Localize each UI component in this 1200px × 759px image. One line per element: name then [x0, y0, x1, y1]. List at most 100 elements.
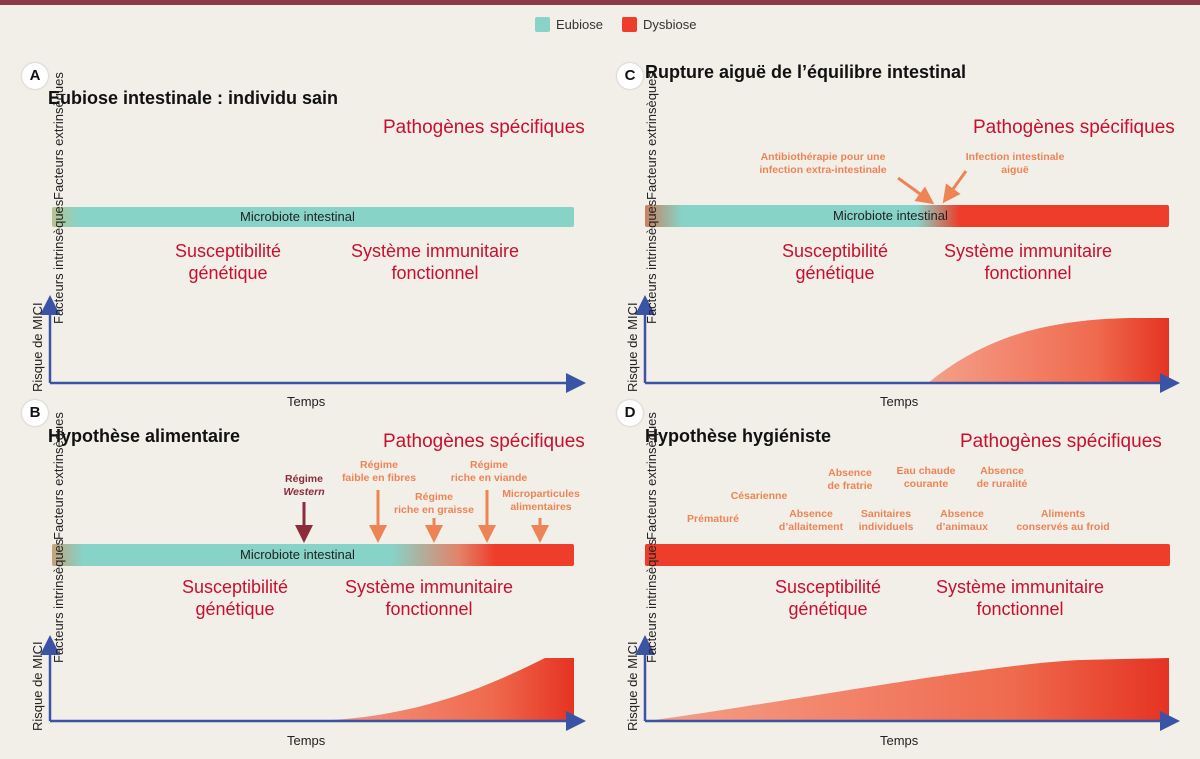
- annot-ruralite: Absence de ruralité: [967, 465, 1037, 491]
- fratrie-line1: Absence: [828, 467, 872, 479]
- eau-line2: courante: [903, 478, 949, 490]
- immune-line1: Système immunitaire: [943, 241, 1113, 261]
- panel-a-y-label: Risque de MICI: [30, 302, 45, 392]
- panel-b-badge: B: [22, 400, 48, 426]
- panel-a-susceptibility: Susceptibilité génétique: [163, 240, 293, 284]
- ruralite-line2: de ruralité: [976, 478, 1028, 490]
- panel-d-extrinsic-label: Facteurs extrinsèques: [644, 412, 659, 540]
- western-line1: Régime: [285, 473, 323, 485]
- panel-d-risk-curve: [647, 658, 1169, 721]
- infection-line2: aiguë: [1001, 164, 1029, 176]
- panel-c-badge: C: [617, 63, 643, 89]
- susceptibility-line2: génétique: [188, 263, 268, 283]
- allait-line1: Absence: [789, 508, 833, 520]
- annot-aliments: Aliments conservés au froid: [1008, 508, 1118, 534]
- annot-regime-graisse: Régime riche en graisse: [389, 491, 479, 517]
- susceptibility-line2: génétique: [788, 599, 868, 619]
- panel-b-y-label: Risque de MICI: [30, 641, 45, 731]
- graisse-line2: riche en graisse: [394, 504, 474, 516]
- panel-c-immune: Système immunitaire fonctionnel: [928, 240, 1128, 284]
- allait-line2: d’allaitement: [778, 521, 844, 533]
- panel-c-pathogens: Pathogènes spécifiques: [973, 117, 1175, 138]
- arrow-antibiotherapie: [897, 176, 935, 205]
- annot-fratrie: Absence de fratrie: [815, 467, 885, 493]
- immune-line2: fonctionnel: [391, 263, 479, 283]
- panel-a-title: Eubiose intestinale : individu sain: [48, 88, 339, 108]
- legend-eubiose: Eubiose: [535, 17, 603, 32]
- infection-line1: Infection intestinale: [965, 151, 1065, 163]
- micro-line1: Microparticules: [502, 488, 580, 500]
- fibres-line1: Régime: [360, 459, 398, 471]
- annot-regime-fibres: Régime faible en fibres: [334, 459, 424, 485]
- panel-a-microbiota-bar: [52, 207, 574, 227]
- panel-b-extrinsic-label: Facteurs extrinsèques: [51, 412, 66, 540]
- aliments-line2: conservés au froid: [1016, 521, 1110, 533]
- panel-c-intrinsic-label: Facteurs intrinsèques: [644, 199, 659, 324]
- aliments-line1: Aliments: [1040, 508, 1086, 520]
- eau-line1: Eau chaude: [896, 465, 956, 477]
- panel-d-immune: Système immunitaire fonctionnel: [920, 576, 1120, 620]
- panel-b-pathogens: Pathogènes spécifiques: [383, 431, 585, 452]
- panel-d-susceptibility: Susceptibilité génétique: [763, 576, 893, 620]
- annot-regime-western: Régime Western: [276, 473, 332, 499]
- annot-premature: Prématuré: [680, 513, 746, 526]
- panel-d-pathogens: Pathogènes spécifiques: [960, 431, 1162, 452]
- panel-a-microbiota-label: Microbiote intestinal: [240, 209, 355, 224]
- eubiose-swatch: [535, 17, 550, 32]
- annot-antibiotherapie: Antibiothérapie pour une infection extra…: [748, 151, 898, 177]
- panel-b-intrinsic-label: Facteurs intrinsèques: [51, 538, 66, 663]
- panel-c-title: Rupture aiguë de l’équilibre intestinal: [645, 62, 967, 82]
- western-line2: Western: [276, 486, 332, 499]
- susceptibility-line2: génétique: [795, 263, 875, 283]
- panel-c-microbiota-label: Microbiote intestinal: [833, 208, 948, 223]
- annot-animaux: Absence d’animaux: [927, 508, 997, 534]
- immune-line1: Système immunitaire: [935, 577, 1105, 597]
- panel-b-microbiota-label: Microbiote intestinal: [240, 547, 355, 562]
- premature-line1: Prématuré: [687, 513, 739, 525]
- panel-a-extrinsic-label: Facteurs extrinsèques: [51, 72, 66, 200]
- susceptibility-line2: génétique: [195, 599, 275, 619]
- animaux-line2: d’animaux: [936, 521, 988, 533]
- annot-regime-viande: Régime riche en viande: [444, 459, 534, 485]
- micro-line2: alimentaires: [510, 501, 572, 513]
- viande-line1: Régime: [470, 459, 508, 471]
- dysbiose-swatch: [622, 17, 637, 32]
- sanit-line2: individuels: [858, 521, 914, 533]
- immune-line2: fonctionnel: [385, 599, 473, 619]
- western-italic: Western: [283, 486, 325, 498]
- animaux-line1: Absence: [940, 508, 984, 520]
- panel-a-x-label: Temps: [287, 394, 326, 409]
- panel-b-susceptibility: Susceptibilité génétique: [170, 576, 300, 620]
- panel-d-badge: D: [617, 400, 643, 426]
- graisse-line1: Régime: [415, 491, 453, 503]
- ruralite-line1: Absence: [980, 465, 1024, 477]
- annot-allaitement: Absence d’allaitement: [766, 508, 856, 534]
- panel-b-immune: Système immunitaire fonctionnel: [329, 576, 529, 620]
- panel-c-x-label: Temps: [880, 394, 919, 409]
- susceptibility-line1: Susceptibilité: [181, 577, 289, 597]
- panel-c-microbiota-bar: [645, 205, 1169, 227]
- panel-d-intrinsic-label: Facteurs intrinsèques: [644, 538, 659, 663]
- susceptibility-line1: Susceptibilité: [174, 241, 282, 261]
- panel-c-extrinsic-label: Facteurs extrinsèques: [644, 72, 659, 200]
- panel-b-title: Hypothèse alimentaire: [48, 426, 241, 446]
- annot-eau-chaude: Eau chaude courante: [888, 465, 964, 491]
- legend-eubiose-label: Eubiose: [556, 17, 603, 32]
- antibio-line2: infection extra-intestinale: [759, 164, 887, 176]
- legend-dysbiose: Dysbiose: [622, 17, 696, 32]
- panel-c-susceptibility: Susceptibilité génétique: [770, 240, 900, 284]
- panel-b-microbiota-bar: [52, 544, 574, 566]
- immune-line1: Système immunitaire: [344, 577, 514, 597]
- fibres-line2: faible en fibres: [341, 472, 417, 484]
- panel-b-x-label: Temps: [287, 733, 326, 748]
- viande-line2: riche en viande: [450, 472, 528, 484]
- panel-a-intrinsic-label: Facteurs intrinsèques: [51, 199, 66, 324]
- fratrie-line2: de fratrie: [827, 480, 873, 492]
- panel-d-x-label: Temps: [880, 733, 919, 748]
- panel-c-y-label: Risque de MICI: [625, 302, 640, 392]
- panel-c-risk-curve: [928, 318, 1169, 383]
- susceptibility-line1: Susceptibilité: [781, 241, 889, 261]
- legend-dysbiose-label: Dysbiose: [643, 17, 697, 32]
- panel-a-badge: A: [22, 63, 48, 89]
